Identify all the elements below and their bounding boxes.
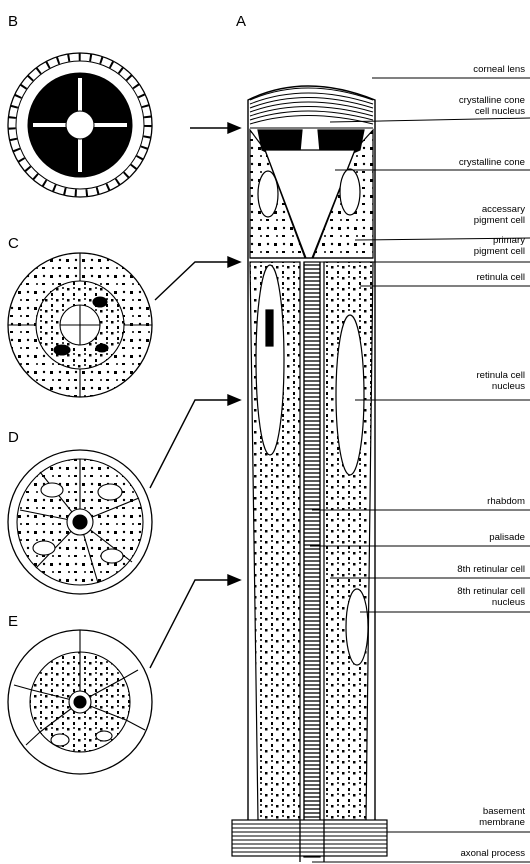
label-crystalline-cone-text: crystalline cone <box>375 157 525 168</box>
label-retinula-cell-text: retinula cell <box>375 272 525 283</box>
label-crystalline-cone: crystalline cone <box>375 157 525 168</box>
label-basement-membrane-line2: membrane <box>375 817 525 828</box>
label-basement-membrane: basement membrane <box>375 806 525 828</box>
ommatidium-longitudinal-section <box>232 86 387 862</box>
panel-label-c: C <box>8 236 19 251</box>
panel-arrows <box>150 123 240 668</box>
panel-label-d: D <box>8 430 19 445</box>
label-eighth-retinular-cell-nucleus-line1: 8th retinular cell <box>375 586 525 597</box>
eighth-retinular-nucleus <box>346 589 368 665</box>
retinula-nucleus-right <box>336 315 364 475</box>
cross-section-e <box>8 630 152 774</box>
label-primary-pigment-cell-line2: pigment cell <box>375 246 525 257</box>
label-crystalline-cone-cell-nucleus-line2: cell nucleus <box>375 106 525 117</box>
label-eighth-retinular-cell: 8th retinular cell <box>375 564 525 575</box>
cross-section-c <box>8 253 152 397</box>
rhabdom-shape <box>304 262 320 857</box>
panel-label-b: B <box>8 14 18 29</box>
label-axonal-process: axonal process <box>375 848 525 859</box>
panel-label-e: E <box>8 614 18 629</box>
label-retinula-cell-nucleus-line2: nucleus <box>375 381 525 392</box>
label-accessory-pigment-cell-line2: pigment cell <box>375 215 525 226</box>
label-rhabdom-text: rhabdom <box>375 496 525 507</box>
label-accessory-pigment-cell: accessary pigment cell <box>375 204 525 226</box>
label-eighth-retinular-cell-text: 8th retinular cell <box>375 564 525 575</box>
cross-section-b <box>8 53 152 197</box>
label-basement-membrane-line1: basement <box>375 806 525 817</box>
basement-membrane-shape <box>232 820 387 856</box>
label-primary-pigment-cell-line1: primary <box>375 235 525 246</box>
label-retinula-cell-nucleus-line1: retinula cell <box>375 370 525 381</box>
label-eighth-retinular-cell-nucleus: 8th retinular cell nucleus <box>375 586 525 608</box>
label-primary-pigment-cell: primary pigment cell <box>375 235 525 257</box>
label-eighth-retinular-cell-nucleus-line2: nucleus <box>375 597 525 608</box>
label-retinula-cell-nucleus: retinula cell nucleus <box>375 370 525 392</box>
cross-section-d <box>8 450 152 594</box>
label-crystalline-cone-cell-nucleus: crystalline cone cell nucleus <box>375 95 525 117</box>
retinula-nucleus-left <box>256 265 284 455</box>
label-retinula-cell: retinula cell <box>375 272 525 283</box>
label-accessory-pigment-cell-line1: accessary <box>375 204 525 215</box>
label-palisade: palisade <box>375 532 525 543</box>
label-rhabdom: rhabdom <box>375 496 525 507</box>
label-axonal-process-text: axonal process <box>375 848 525 859</box>
label-corneal-lens-text: corneal lens <box>375 64 525 75</box>
label-corneal-lens: corneal lens <box>375 64 525 75</box>
label-crystalline-cone-cell-nucleus-line1: crystalline cone <box>375 95 525 106</box>
panel-label-a: A <box>236 14 246 29</box>
label-palisade-text: palisade <box>375 532 525 543</box>
